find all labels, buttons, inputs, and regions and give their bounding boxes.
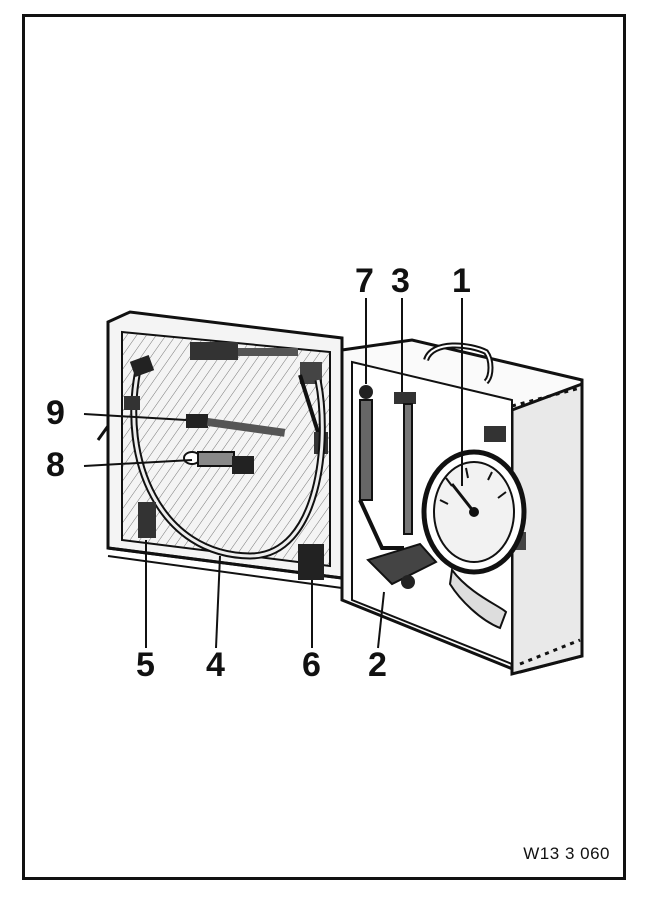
valve-fitting <box>298 544 324 580</box>
callout-9: 9 <box>46 394 65 432</box>
figure-reference-code: W13 3 060 <box>523 844 610 863</box>
callout-8: 8 <box>46 446 65 484</box>
hose-coupling <box>124 396 140 410</box>
hose-fitting <box>129 355 155 377</box>
rod-tool <box>186 414 286 437</box>
callout-1: 1 <box>452 262 471 300</box>
callout-6: 6 <box>302 646 321 684</box>
lid-hook <box>96 425 110 441</box>
pressure-gauge <box>421 449 527 630</box>
callout-2: 2 <box>368 646 387 684</box>
small-fitting <box>138 502 156 538</box>
tube-assembly <box>358 385 438 589</box>
callout-5: 5 <box>136 646 155 684</box>
callout-3: 3 <box>391 262 410 300</box>
leader-lines <box>83 298 463 649</box>
case-latch <box>484 426 506 442</box>
callout-7: 7 <box>355 262 374 300</box>
callout-4: 4 <box>206 646 225 684</box>
